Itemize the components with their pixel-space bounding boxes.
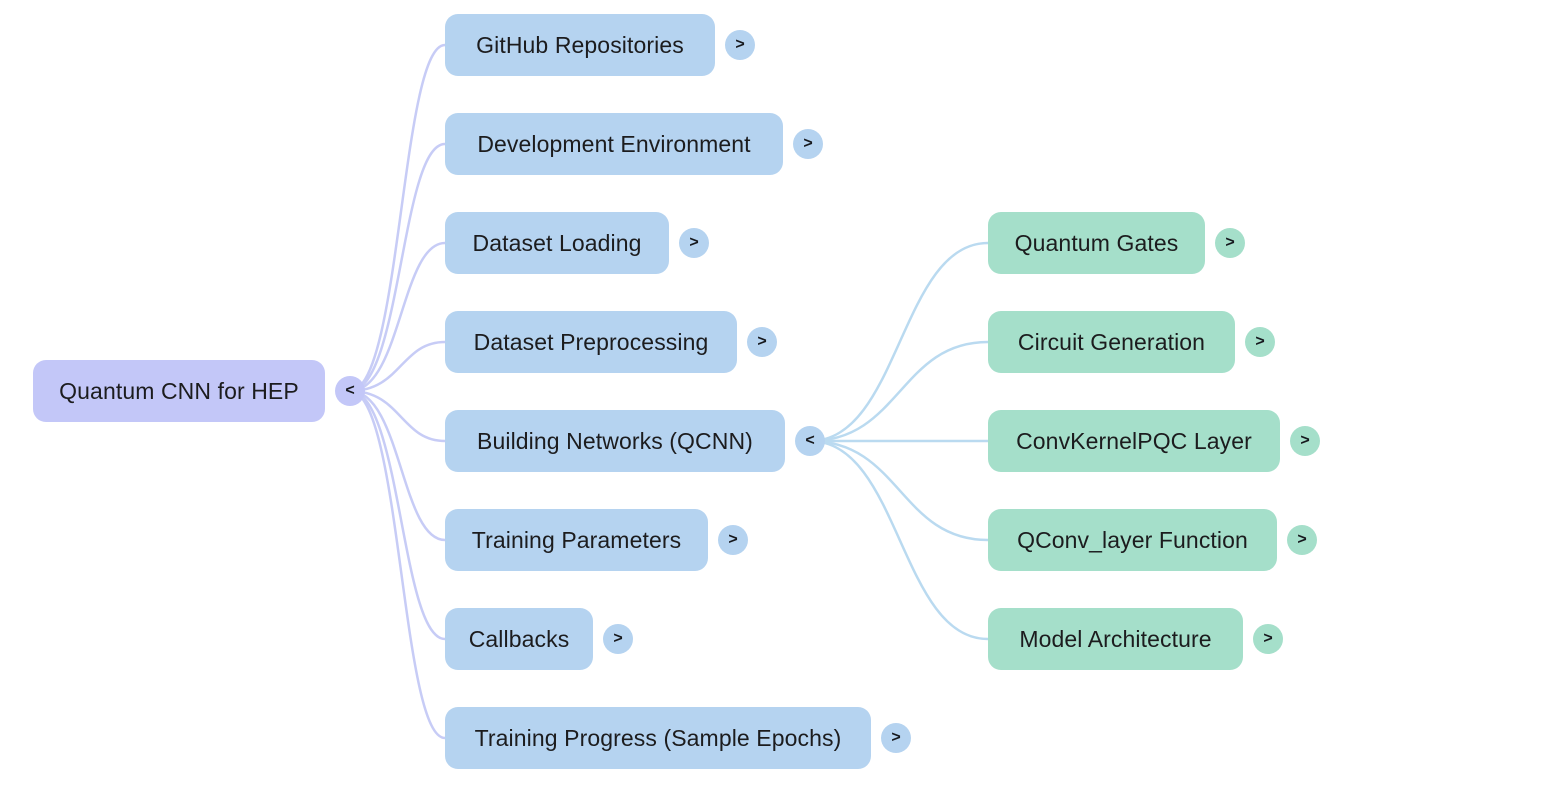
link-hub-to-circuit-generation [809, 340, 989, 443]
link-root-to-training-parameters [349, 389, 446, 542]
node-row-quantum-cnn-for-hep: Quantum CNN for HEP < [33, 360, 365, 422]
expand-toggle-model-architecture[interactable]: > [1253, 624, 1283, 654]
node-dataset-loading[interactable]: Dataset Loading [445, 212, 669, 274]
node-github-repositories[interactable]: GitHub Repositories [445, 14, 715, 76]
node-row-quantum-gates: Quantum Gates > [988, 212, 1245, 274]
node-row-training-parameters: Training Parameters > [445, 509, 748, 571]
link-hub-to-model-architecture [809, 439, 989, 641]
node-label: QConv_layer Function [1017, 526, 1248, 553]
node-quantum-gates[interactable]: Quantum Gates [988, 212, 1205, 274]
node-label: Dataset Loading [472, 229, 642, 256]
node-label: Training Parameters [471, 526, 682, 553]
node-label: Circuit Generation [1017, 328, 1206, 355]
expand-toggle-callbacks[interactable]: > [603, 624, 633, 654]
node-row-callbacks: Callbacks > [445, 608, 633, 670]
node-label: ConvKernelPQC Layer [1016, 427, 1252, 454]
node-label: Quantum Gates [1014, 229, 1179, 256]
node-row-development-environment: Development Environment > [445, 113, 823, 175]
node-row-training-progress-sample-epochs: Training Progress (Sample Epochs) > [445, 707, 911, 769]
expand-toggle-circuit-generation[interactable]: > [1245, 327, 1275, 357]
link-root-to-callbacks [349, 389, 446, 641]
node-label: Dataset Preprocessing [473, 328, 709, 355]
node-callbacks[interactable]: Callbacks [445, 608, 593, 670]
node-circuit-generation[interactable]: Circuit Generation [988, 311, 1235, 373]
link-root-to-github-repositories [349, 43, 446, 393]
link-root-to-dataset-loading [349, 241, 446, 393]
node-label: Building Networks (QCNN) [477, 427, 753, 454]
node-dataset-preprocessing[interactable]: Dataset Preprocessing [445, 311, 737, 373]
link-root-to-building-networks [349, 389, 446, 443]
node-label: Development Environment [477, 130, 751, 157]
expand-toggle-dataset-loading[interactable]: > [679, 228, 709, 258]
node-label: GitHub Repositories [476, 31, 684, 58]
node-training-progress-sample-epochs[interactable]: Training Progress (Sample Epochs) [445, 707, 871, 769]
node-row-convkernelpqc-layer: ConvKernelPQC Layer > [988, 410, 1320, 472]
expand-toggle-development-environment[interactable]: > [793, 129, 823, 159]
node-label: Quantum CNN for HEP [59, 377, 299, 404]
collapse-toggle-quantum-cnn-for-hep[interactable]: < [335, 376, 365, 406]
link-root-to-dataset-preprocessing [349, 340, 446, 393]
link-root-to-development-environment [349, 142, 446, 393]
node-row-building-networks-qcnn: Building Networks (QCNN) < [445, 410, 825, 472]
node-building-networks-qcnn[interactable]: Building Networks (QCNN) [445, 410, 785, 472]
node-row-model-architecture: Model Architecture > [988, 608, 1283, 670]
node-quantum-cnn-for-hep[interactable]: Quantum CNN for HEP [33, 360, 325, 422]
expand-toggle-github-repositories[interactable]: > [725, 30, 755, 60]
expand-toggle-training-progress-sample-epochs[interactable]: > [881, 723, 911, 753]
collapse-toggle-building-networks-qcnn[interactable]: < [795, 426, 825, 456]
node-training-parameters[interactable]: Training Parameters [445, 509, 708, 571]
expand-toggle-training-parameters[interactable]: > [718, 525, 748, 555]
node-convkernelpqc-layer[interactable]: ConvKernelPQC Layer [988, 410, 1280, 472]
link-hub-to-quantum-gates [809, 241, 989, 443]
node-model-architecture[interactable]: Model Architecture [988, 608, 1243, 670]
node-row-circuit-generation: Circuit Generation > [988, 311, 1275, 373]
node-label: Callbacks [468, 625, 570, 652]
expand-toggle-qconv-layer-function[interactable]: > [1287, 525, 1317, 555]
expand-toggle-convkernelpqc-layer[interactable]: > [1290, 426, 1320, 456]
node-label: Training Progress (Sample Epochs) [474, 724, 842, 751]
link-hub-to-qconv-layer-function [809, 439, 989, 542]
expand-toggle-quantum-gates[interactable]: > [1215, 228, 1245, 258]
node-row-qconv-layer-function: QConv_layer Function > [988, 509, 1317, 571]
node-label: Model Architecture [1019, 625, 1212, 652]
node-row-dataset-preprocessing: Dataset Preprocessing > [445, 311, 777, 373]
expand-toggle-dataset-preprocessing[interactable]: > [747, 327, 777, 357]
node-row-github-repositories: GitHub Repositories > [445, 14, 755, 76]
link-root-to-training-progress [349, 389, 446, 740]
node-development-environment[interactable]: Development Environment [445, 113, 783, 175]
node-qconv-layer-function[interactable]: QConv_layer Function [988, 509, 1277, 571]
node-row-dataset-loading: Dataset Loading > [445, 212, 709, 274]
